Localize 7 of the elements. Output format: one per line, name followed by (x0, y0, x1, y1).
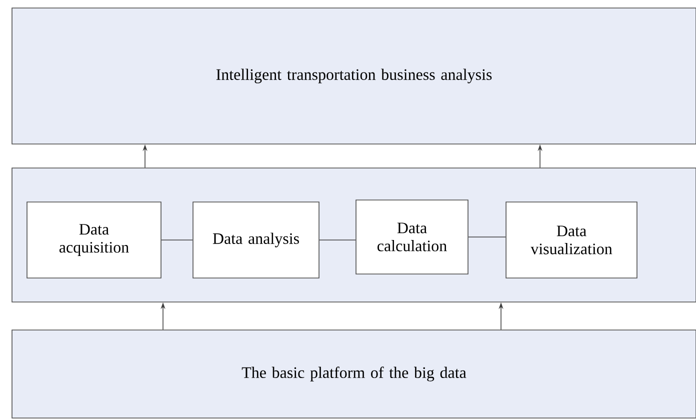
process-box: Data acquisition (26, 202, 162, 278)
connector-line (468, 236, 506, 238)
process-box: Data calculation (356, 200, 468, 274)
layer-band: The basic platform of the big data (12, 330, 696, 418)
process-box: Data visualization (506, 202, 638, 278)
process-box: Data analysis (192, 202, 320, 278)
layer-band: Intelligent transportation business analysis (12, 8, 696, 144)
